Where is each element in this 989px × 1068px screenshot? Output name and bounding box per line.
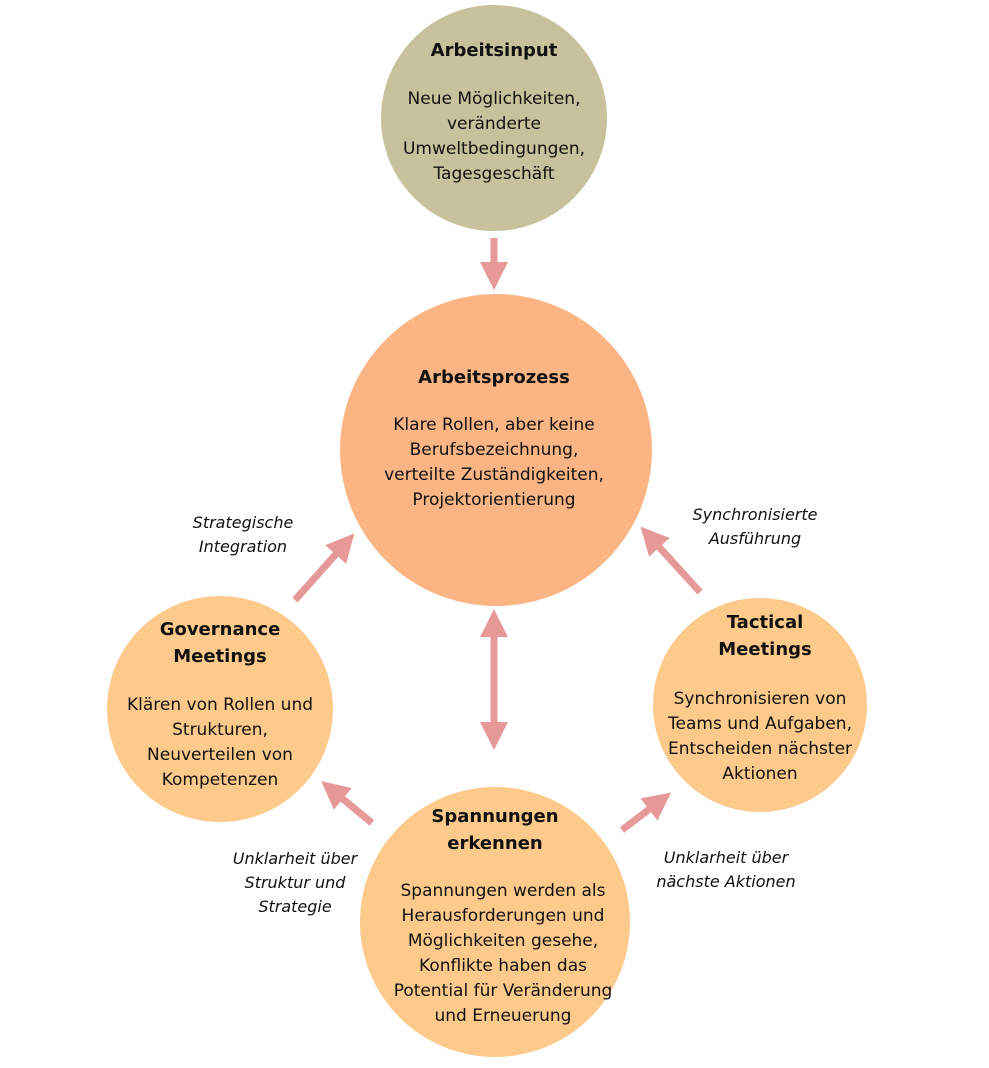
edge-label: Strategie <box>258 897 332 916</box>
node-text: Konflikte haben das <box>419 956 587 976</box>
node-text: Herausforderungen und <box>402 906 605 926</box>
node-process-circle <box>340 294 652 606</box>
arrow-tactical-to-process <box>640 526 703 595</box>
node-text: Neuverteilen von <box>147 745 293 765</box>
node-title: erkennen <box>447 833 542 854</box>
node-text: Entscheiden nächster <box>668 739 852 759</box>
node-title: Spannungen <box>431 806 558 827</box>
node-title: Governance <box>160 619 281 640</box>
node-tension-circle <box>360 787 630 1057</box>
node-text: und Erneuerung <box>435 1006 572 1026</box>
node-text: Klären von Rollen und <box>127 695 313 715</box>
node-text: veränderte <box>447 114 541 134</box>
node-governance-circle <box>107 596 333 822</box>
node-text: Teams und Aufgaben, <box>667 714 852 734</box>
node-text: Strukturen, <box>172 720 268 740</box>
edge-label: Synchronisierte <box>693 505 818 524</box>
node-title: Meetings <box>718 639 812 660</box>
node-text: verteilte Zuständigkeiten, <box>384 465 604 485</box>
arrow-tension-to-governance <box>321 781 375 826</box>
arrow-tension-to-tactical <box>619 792 672 833</box>
node-text: Synchronisieren von <box>674 689 847 709</box>
node-text: Tagesgeschäft <box>432 164 554 184</box>
node-text: Spannungen werden als <box>400 881 605 901</box>
edge-label: nächste Aktionen <box>656 872 795 891</box>
edge-label: Struktur und <box>245 873 347 892</box>
node-text: Möglichkeiten gesehe, <box>408 931 598 951</box>
edge-label: Unklarheit über <box>664 848 790 867</box>
node-text: Potential für Veränderung <box>394 981 613 1001</box>
node-title: Arbeitsprozess <box>418 367 570 388</box>
node-text: Klare Rollen, aber keine <box>393 415 594 435</box>
node-text: Berufsbezeichnung, <box>410 440 579 460</box>
edge-label: Strategische <box>193 513 294 532</box>
node-text: Aktionen <box>722 764 797 784</box>
node-tactical-circle <box>653 598 867 812</box>
arrow-governance-to-process <box>292 533 355 603</box>
node-title: Arbeitsinput <box>431 40 558 61</box>
edge-label: Unklarheit über <box>233 849 359 868</box>
node-title: Tactical <box>727 612 804 633</box>
node-text: Projektorientierung <box>412 490 575 510</box>
edge-label: Ausführung <box>708 529 801 548</box>
node-text: Kompetenzen <box>162 770 279 790</box>
node-input-circle <box>381 5 607 231</box>
node-text: Neue Möglichkeiten, <box>408 89 581 109</box>
node-text: Umweltbedingungen, <box>403 139 585 159</box>
edge-label: Integration <box>199 537 287 556</box>
node-title: Meetings <box>173 646 267 667</box>
